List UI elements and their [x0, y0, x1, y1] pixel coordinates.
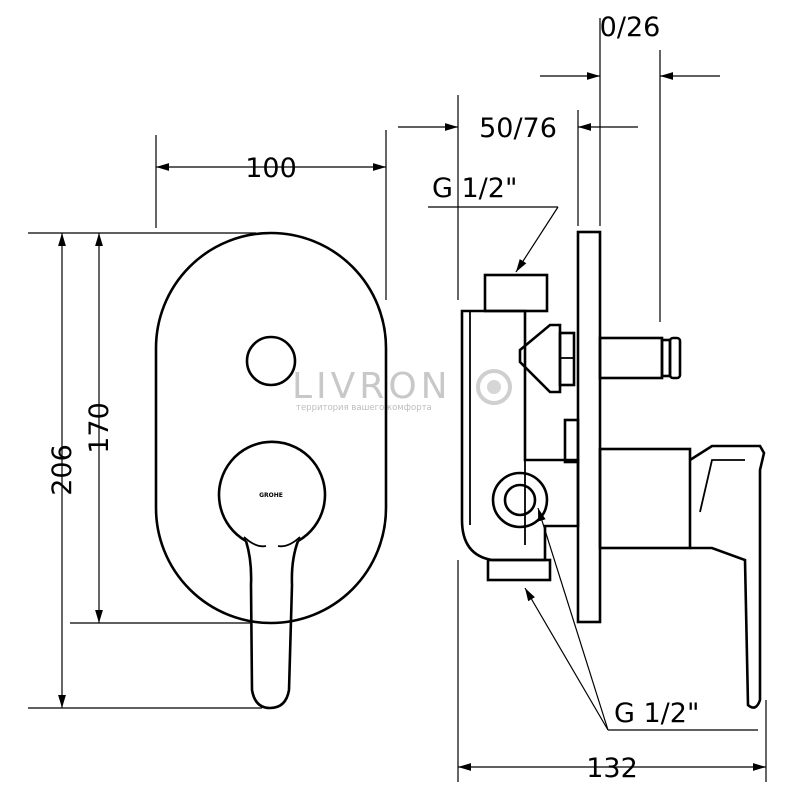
- dim-height-plate-label: 170: [84, 402, 115, 454]
- handle-brand-label: GROHE: [259, 492, 283, 499]
- dim-height-outer-label: 206: [47, 444, 78, 496]
- dim-width-label: 100: [245, 153, 297, 184]
- dim-width-100: 100: [155, 130, 387, 300]
- outlet-connector-inner: [503, 483, 537, 517]
- callout-bottom-thread: G 1/2": [524, 507, 758, 731]
- dim-depth-132: 132: [457, 95, 767, 784]
- watermark-tagline: территория вашего комфорта: [296, 403, 432, 413]
- side-view: 132 50/76 0/26 G 1/2" G 1/2": [398, 12, 767, 784]
- outlet-connector-outer: [491, 471, 549, 529]
- mixer-handle-side: [598, 444, 766, 709]
- dim-height-206: 206: [28, 232, 262, 709]
- diverter-stem: [598, 336, 682, 380]
- valve-nut: [518, 323, 562, 394]
- wall-plate: [576, 230, 602, 624]
- dim-offset-range: 0/26: [540, 12, 720, 322]
- dim-height-170: 170: [70, 233, 250, 624]
- diverter-knob: [245, 335, 297, 387]
- cover-plate: [154, 231, 388, 625]
- top-thread-label: G 1/2": [432, 173, 517, 204]
- dim-depth-total-label: 132: [586, 753, 638, 784]
- callout-top-thread: G 1/2": [428, 173, 559, 273]
- watermark-brand: LIVRON: [292, 366, 452, 407]
- watermark: LIVRON территория вашего комфорта: [292, 366, 512, 413]
- dim-offset-range-label: 0/26: [600, 12, 661, 43]
- dim-depth-range: 50/76: [398, 110, 638, 226]
- mixer-handle: GROHE: [217, 440, 327, 710]
- top-inlet: [483, 273, 549, 313]
- bottom-thread-label: G 1/2": [614, 698, 699, 729]
- front-view: GROHE 100 206 170: [28, 130, 388, 710]
- dim-depth-range-label: 50/76: [479, 113, 557, 144]
- watermark-logo-icon: [476, 369, 512, 405]
- cartridge-block: [563, 418, 580, 464]
- bottom-outlet: [486, 558, 552, 582]
